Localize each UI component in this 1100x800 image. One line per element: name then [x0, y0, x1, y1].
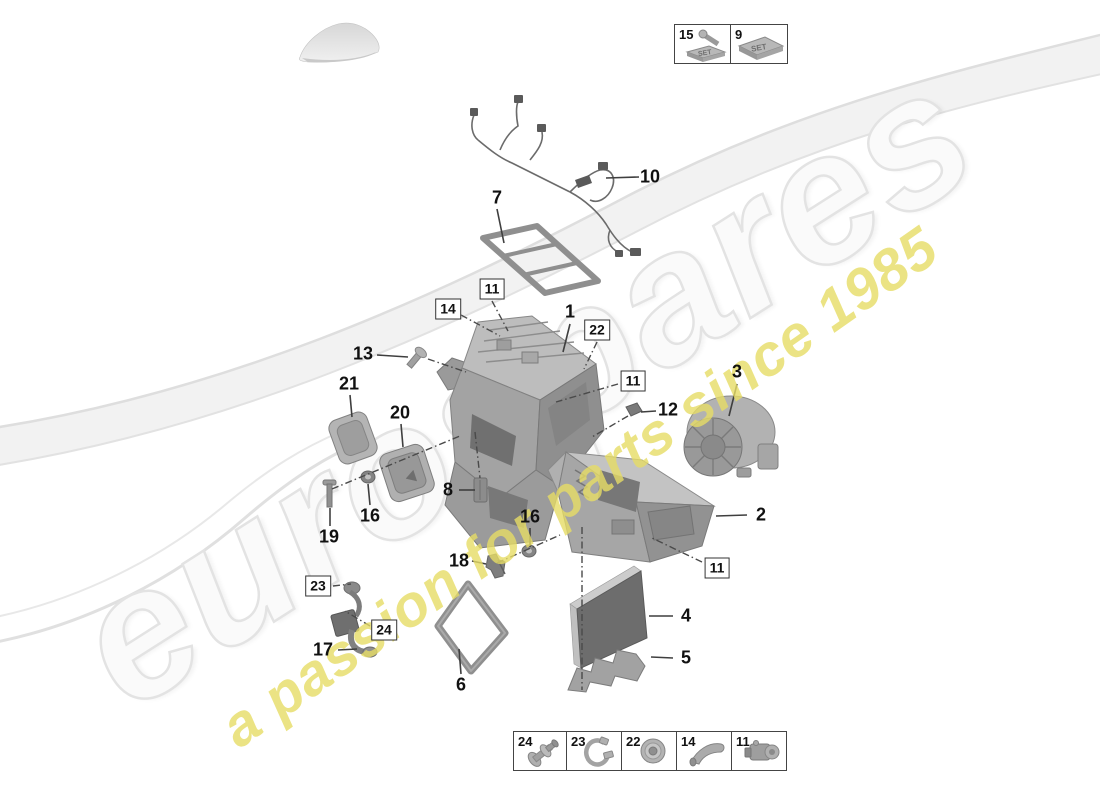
- callout-box-22[interactable]: 22: [584, 319, 610, 341]
- legend-top-item-9[interactable]: 9 SET: [730, 24, 788, 64]
- legend-top-item-15[interactable]: 15 SET: [674, 24, 732, 64]
- callout-1[interactable]: 1: [564, 301, 576, 322]
- svg-text:SET: SET: [698, 49, 713, 58]
- part-1-heater-housing-upper: [436, 315, 605, 549]
- legend-top-number-15: 15: [679, 27, 694, 42]
- part-6-seal-ring: [434, 580, 509, 675]
- legend-bottom-item-14[interactable]: 14: [676, 731, 732, 771]
- part-4-evaporator: [569, 565, 648, 669]
- callout-16-right[interactable]: 16: [519, 506, 541, 527]
- part-10-wiring-harness: [470, 95, 641, 257]
- legend-bottom-item-23[interactable]: 23: [566, 731, 622, 771]
- legend-bottom-number-23: 23: [571, 734, 586, 749]
- callout-2[interactable]: 2: [755, 504, 767, 525]
- callout-13[interactable]: 13: [352, 343, 374, 364]
- callout-17[interactable]: 17: [312, 639, 334, 660]
- callout-20[interactable]: 20: [389, 402, 411, 423]
- assembly-dash-lines: [331, 300, 703, 690]
- callout-5[interactable]: 5: [680, 647, 692, 668]
- callout-19[interactable]: 19: [318, 526, 340, 547]
- callout-8[interactable]: 8: [442, 479, 454, 500]
- part-13-screw: [406, 346, 427, 369]
- part-19-pin: [322, 479, 337, 508]
- callout-6[interactable]: 6: [455, 674, 467, 695]
- legend-top-number-9: 9: [735, 27, 743, 42]
- callout-12[interactable]: 12: [657, 399, 679, 420]
- actuator-motor-icon: [744, 740, 780, 761]
- part-5-bracket: [567, 649, 646, 693]
- legend-bottom-number-14: 14: [681, 734, 696, 749]
- swoosh-tail-inner: [0, 431, 341, 618]
- callout-18[interactable]: 18: [448, 550, 470, 571]
- callout-10[interactable]: 10: [639, 166, 661, 187]
- part-20-cover: [379, 443, 435, 503]
- callout-16-left[interactable]: 16: [359, 505, 381, 526]
- clamp-ring-icon: [584, 736, 614, 767]
- legend-bottom-number-11: 11: [736, 734, 750, 749]
- part-2-heater-housing-lower: [547, 450, 716, 563]
- callout-box-24[interactable]: 24: [371, 619, 397, 641]
- part-3-blower-motor: [683, 395, 779, 478]
- retaining-clip-icon: [689, 743, 725, 767]
- legend-bottom-number-22: 22: [626, 734, 641, 749]
- callout-21[interactable]: 21: [338, 373, 360, 394]
- legend-bottom-item-22[interactable]: 22: [621, 731, 677, 771]
- callout-7[interactable]: 7: [491, 187, 503, 208]
- swoosh-edge-bottom: [0, 73, 1100, 466]
- part-12-clip: [625, 402, 643, 417]
- legend-bottom-item-11[interactable]: 11: [731, 731, 787, 771]
- swoosh-tail: [0, 438, 366, 643]
- leader-lines: [329, 176, 748, 675]
- set-block-icon: SET: [737, 36, 785, 60]
- part-17-pipe-assembly: [330, 581, 378, 658]
- callout-3[interactable]: 3: [731, 361, 743, 382]
- swoosh-band: [0, 34, 1100, 465]
- swoosh-edge-top: [0, 33, 1100, 429]
- callout-box-11-top[interactable]: 11: [479, 278, 505, 300]
- part-8-block: [473, 477, 488, 503]
- legend-bottom-item-24[interactable]: 24: [513, 731, 569, 771]
- grommet-icon: [640, 738, 666, 764]
- callout-box-23[interactable]: 23: [305, 575, 331, 597]
- callout-box-11-middle[interactable]: 11: [620, 370, 646, 392]
- bolt-and-set-block-icon: SET: [685, 29, 727, 62]
- car-silhouette: [298, 22, 380, 63]
- legend-bottom-number-24: 24: [518, 734, 533, 749]
- part-7-seal-frame: [480, 223, 601, 296]
- callout-box-14[interactable]: 14: [435, 298, 461, 320]
- callout-4[interactable]: 4: [680, 605, 692, 626]
- svg-text:SET: SET: [750, 42, 767, 54]
- part-21-cover: [328, 411, 378, 465]
- callout-box-11-bottom[interactable]: 11: [704, 557, 730, 579]
- rivet-pin-icon: [527, 739, 559, 767]
